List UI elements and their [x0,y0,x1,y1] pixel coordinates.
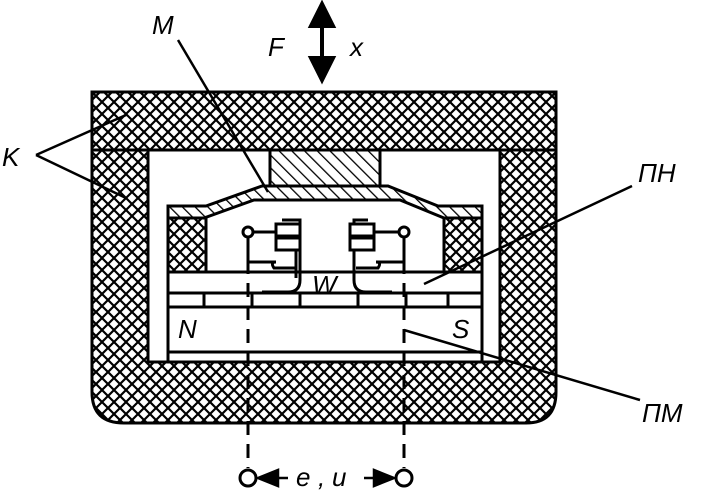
pushrod [268,148,382,188]
pole-piece-right [442,216,484,274]
label-winding: W [312,270,339,300]
coil-right [348,218,411,294]
label-pn: ПН [638,158,676,188]
label-displacement: x [348,32,364,62]
pole-piece-left [166,216,208,274]
label-voltage: u [332,462,346,492]
terminal-left [238,468,258,488]
label-south: S [452,314,470,344]
label-housing: K [2,142,21,172]
permanent-magnet [166,305,484,354]
terminal-right [394,468,414,488]
housing-body [90,90,558,425]
membrane [166,184,484,220]
label-emf: e [296,462,310,492]
output-arrows [254,468,398,488]
label-north: N [178,314,197,344]
coil-left [241,218,302,294]
label-force: F [268,32,286,62]
output-leads [246,237,406,468]
force-arrow [307,0,337,85]
leader-lines [35,39,641,402]
label-pm: ПМ [642,398,683,428]
label-membrane: M [152,10,174,40]
label-separator: , [318,462,325,492]
